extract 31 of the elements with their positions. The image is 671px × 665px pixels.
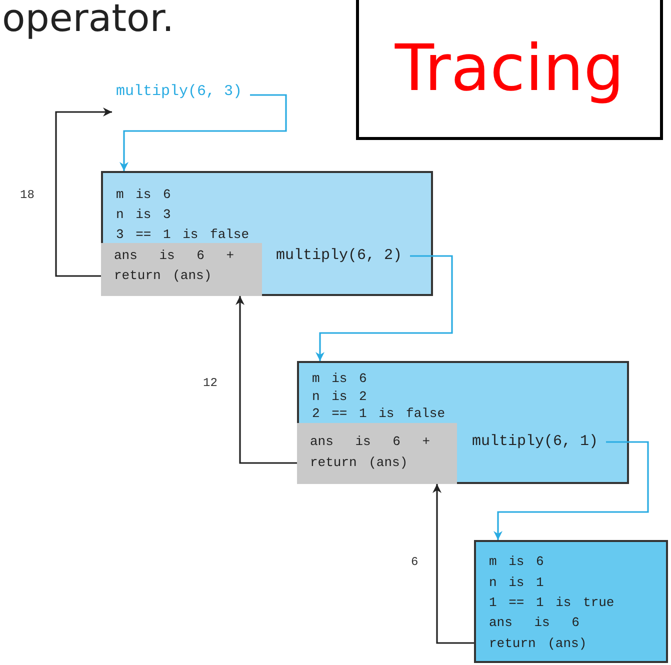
title: Tracing [394,32,624,106]
code-text: multiply(6, 1) [472,434,598,450]
trace-line: n is 1 [489,575,544,591]
trace-line: n is 2 [312,389,367,405]
trace-line: 3 == 1 is false [116,227,250,243]
arrow [236,296,297,464]
arrow [120,94,287,171]
trace-line: 2 == 1 is false [312,406,446,422]
code-text: multiply(6, 3) [116,84,242,100]
arrow [55,108,112,277]
trace-line: return (ans) [114,268,212,284]
trace-line: 1 == 1 is true [489,595,614,611]
trace-line: ans is 6 + [310,434,430,450]
trace-line: n is 3 [116,207,171,223]
arrow [316,255,453,361]
code-text: multiply(6, 2) [276,248,402,264]
trace-line: return (ans) [310,455,408,471]
return-section [297,423,457,484]
arrow [432,484,474,644]
slide-text: operator. [2,0,174,40]
call-frame-box [474,540,668,663]
trace-line: return (ans) [489,636,587,652]
call-frame-box [297,361,629,484]
arrow [494,441,649,540]
return-section [101,243,262,296]
trace-line: ans is 6 [489,615,580,631]
trace-line: m is 6 [312,371,367,387]
trace-line: m is 6 [489,554,544,570]
call-frame-box [101,171,433,296]
trace-line: ans is 6 + [114,248,234,264]
trace-line: m is 6 [116,187,171,203]
